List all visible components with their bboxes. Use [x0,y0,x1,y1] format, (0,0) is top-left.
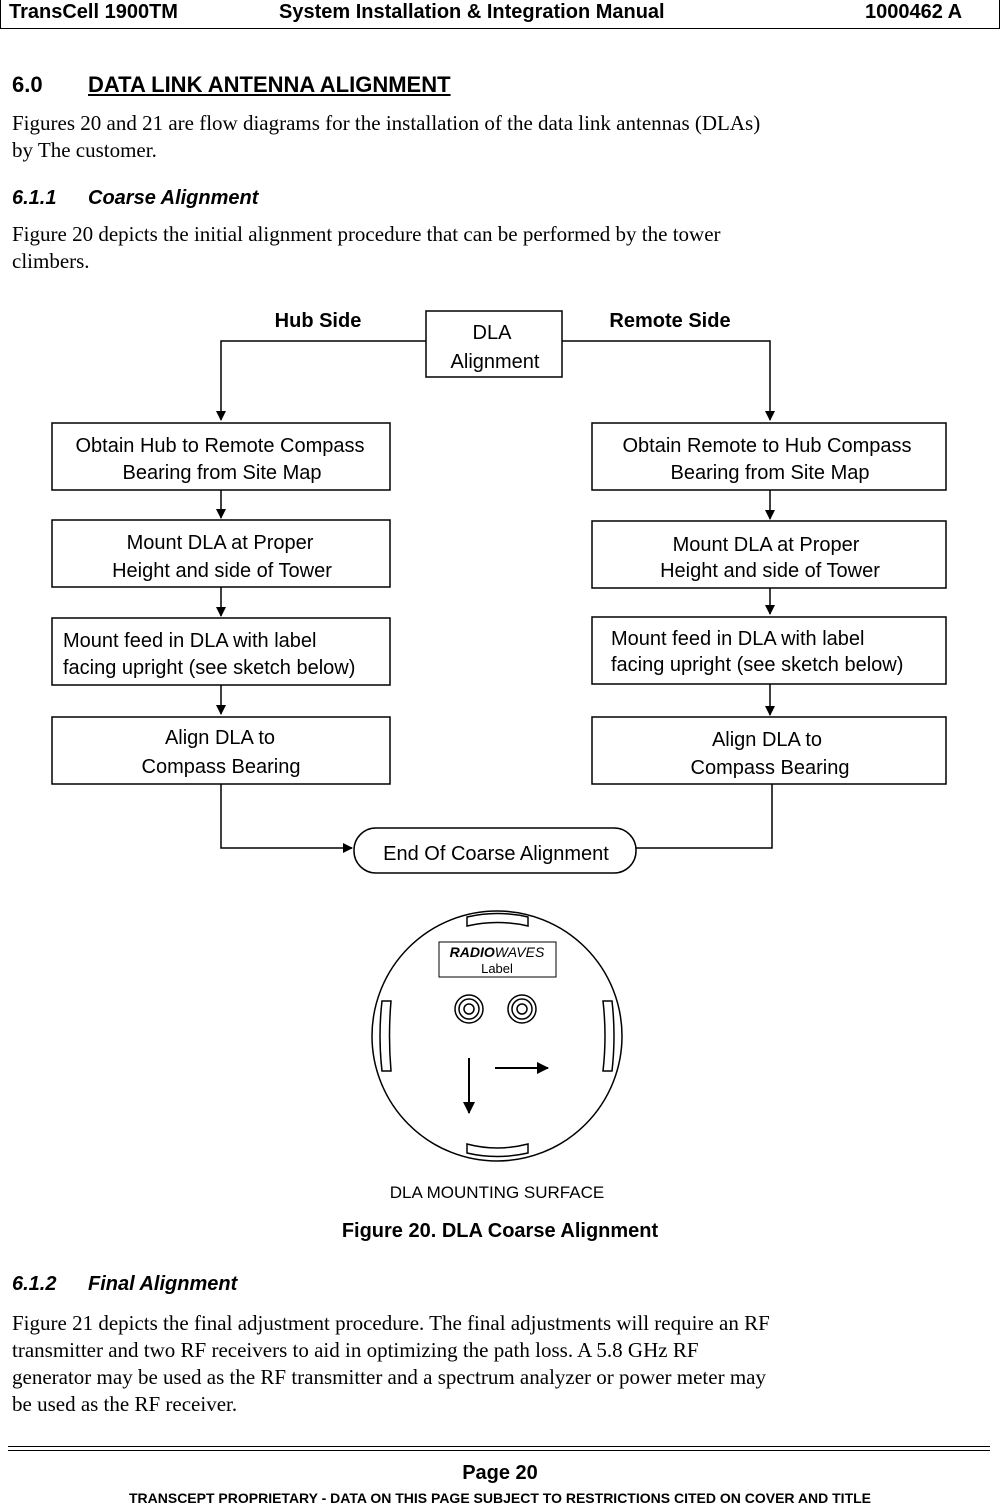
start-label-line1: DLA [473,322,513,344]
hub-step-text: Compass Bearing [142,756,301,778]
header-product: TransCell 1900TM [9,1,178,23]
radiowaves-logo-italic: WAVES [495,944,545,960]
hub-step-text: Mount feed in DLA with label [63,630,317,652]
slot-bottom [466,1143,529,1158]
hub-branch-line [216,340,426,421]
label-text: Label [481,961,513,976]
section-heading: 6.0 DATA LINK ANTENNA ALIGNMENT [12,72,451,98]
figure-caption: Figure 20. DLA Coarse Alignment [341,1220,659,1242]
remote-step-box [591,520,947,589]
final-number: 6.1.2 [12,1273,57,1295]
coarse-number: 6.1.1 [12,187,57,209]
mounting-surface-circle [371,910,623,1162]
final-line: be used as the RF receiver. [12,1392,238,1416]
proprietary-notice: TRANSCEPT PROPRIETARY - DATA ON THIS PAG… [128,1490,872,1506]
section-intro: Figures 20 and 21 are flow diagrams for … [12,110,990,164]
hub-step-text: Bearing from Site Map [123,462,322,484]
final-paragraph: Figure 21 depicts the final adjustment p… [12,1310,990,1418]
remote-step-box [591,422,947,491]
end-label: End Of Coarse Alignment [383,843,609,865]
remote-step-text: Obtain Remote to Hub Compass [622,435,911,457]
slot-right [602,1000,615,1072]
final-line: generator may be used as the RF transmit… [12,1365,766,1389]
end-terminator [353,827,637,874]
remote-step-text: Compass Bearing [691,757,850,779]
hub-to-end-line [220,784,353,853]
footer-rule [8,1446,990,1451]
remote-step-text: Bearing from Site Map [671,462,870,484]
remote-to-end-line [613,784,773,853]
remote-step-text: Align DLA to [712,729,822,751]
mounting-surface-label: DLA MOUNTING SURFACE [390,1183,604,1202]
coarse-heading: 6.1.1 Coarse Alignment [12,187,258,210]
slot-left [379,1000,392,1072]
final-line: transmitter and two RF receivers to aid … [12,1338,699,1362]
final-line: Figure 21 depicts the final adjustment p… [12,1311,770,1335]
remote-step-text: Mount feed in DLA with label [611,628,865,650]
hub-step-text: Align DLA to [165,727,275,749]
connector-left [454,994,484,1024]
header-doc-number: 1000462 A [865,1,963,23]
page-header: TransCell 1900TM System Installation & I… [0,0,1000,29]
page-number: Page 20 [462,1462,538,1484]
coarse-line: climbers. [12,249,90,273]
hub-step-text: Height and side of Tower [112,560,332,582]
coarse-paragraph: Figure 20 depicts the initial alignment … [12,221,990,275]
hub-step-text: Obtain Hub to Remote Compass [75,435,364,457]
section-number: 6.0 [12,72,43,97]
flow-diagram: Hub Side Remote Side DLA Alignment Obtai… [51,310,947,874]
radiowaves-logo: RADIOWAVES [450,944,545,960]
final-heading: 6.1.2 Final Alignment [12,1273,237,1296]
section-intro-line: by The customer. [12,138,157,162]
remote-step-box [591,616,947,685]
remote-step-text: facing upright (see sketch below) [611,654,903,676]
remote-branch-line [562,340,775,421]
section-intro-line: Figures 20 and 21 are flow diagrams for … [12,111,761,135]
hub-step-box [51,422,391,491]
hub-step-text: facing upright (see sketch below) [63,657,355,679]
final-title: Final Alignment [88,1273,238,1295]
header-title: System Installation & Integration Manual [279,1,665,23]
connector-right [507,994,537,1024]
coarse-line: Figure 20 depicts the initial alignment … [12,222,721,246]
hub-side-label: Hub Side [275,310,362,332]
start-box [425,310,563,378]
section-title: DATA LINK ANTENNA ALIGNMENT [88,72,451,97]
remote-step-text: Mount DLA at Proper [673,534,860,556]
remote-side-label: Remote Side [609,310,730,332]
radiowaves-label-box [438,941,557,978]
start-label-line2: Alignment [451,351,540,373]
remote-step-text: Height and side of Tower [660,560,880,582]
hub-step-text: Mount DLA at Proper [127,532,314,554]
slot-top [466,912,529,927]
radiowaves-logo-bold: RADIO [450,944,495,960]
remote-step-box [591,716,947,785]
mounting-sketch: RADIOWAVES Label DLA MOUNTING SURFACE [371,910,623,1202]
coarse-title: Coarse Alignment [88,187,259,209]
hub-step-box [51,617,391,686]
